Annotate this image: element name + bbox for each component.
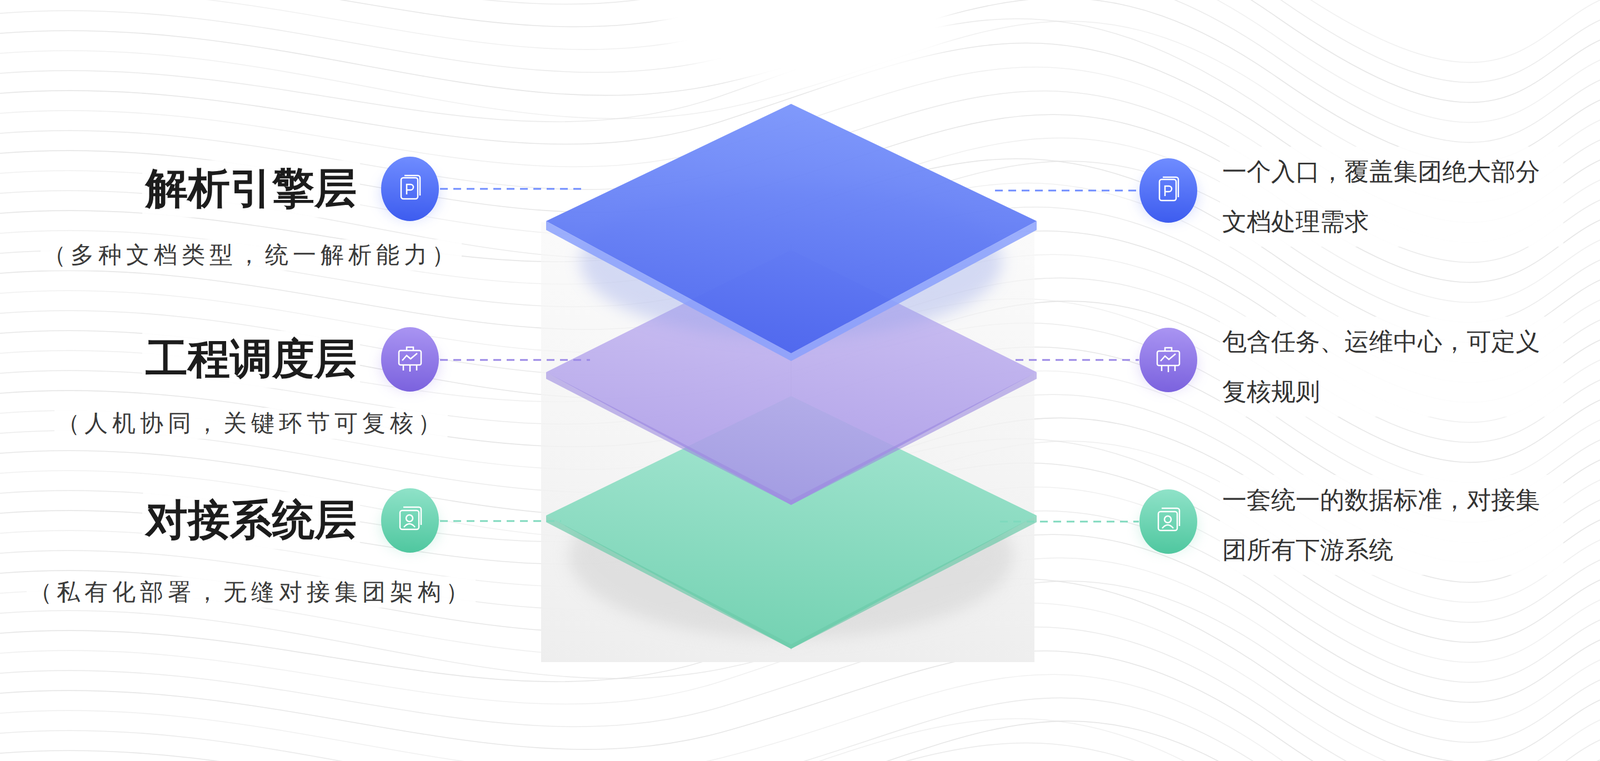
wave-line <box>0 742 1600 761</box>
layer-description: 包含任务、运维中心，可定义复核规则 <box>1220 316 1564 417</box>
layer-title: 工程调度层 <box>142 331 360 389</box>
wave-line <box>0 718 1600 761</box>
layer-description: 一个入口，覆盖集团绝大部分文档处理需求 <box>1220 146 1564 247</box>
wave-line <box>0 674 1600 761</box>
wave-line <box>0 721 1600 761</box>
layer-description: 一套统一的数据标准，对接集团所有下游系统 <box>1220 475 1564 575</box>
wave-line <box>0 697 1600 761</box>
layer-subtitle: （多种文档类型，统一解析能力） <box>40 239 462 271</box>
layer-title: 解析引擎层 <box>142 160 360 218</box>
layer-subtitle: （私有化部署，无缝对接集团架构） <box>26 576 476 608</box>
wave-line <box>0 0 1600 103</box>
layer-subtitle: （人机协同，关键环节可复核） <box>54 407 448 439</box>
layer-title: 对接系统层 <box>142 492 360 550</box>
